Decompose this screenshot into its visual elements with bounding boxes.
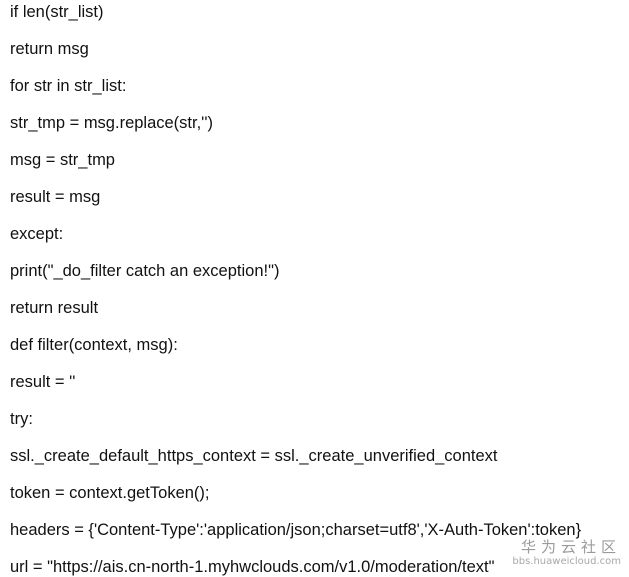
code-line: str_tmp = msg.replace(str,'')	[10, 114, 213, 132]
code-line: if len(str_list)	[10, 3, 104, 21]
code-line: result = ''	[10, 373, 76, 391]
code-line: return msg	[10, 40, 89, 58]
code-line: except:	[10, 225, 64, 243]
code-line: url = "https://ais.cn-north-1.myhwclouds…	[10, 558, 495, 576]
code-line: msg = str_tmp	[10, 151, 115, 169]
code-line: ssl._create_default_https_context = ssl.…	[10, 447, 498, 465]
code-line: for str in str_list:	[10, 77, 127, 95]
watermark: 华为云社区 bbs.huaweicloud.com	[512, 538, 621, 567]
code-line: try:	[10, 410, 33, 428]
watermark-title: 华为云社区	[520, 538, 621, 556]
code-line: def filter(context, msg):	[10, 336, 178, 354]
code-line: result = msg	[10, 188, 101, 206]
code-line: token = context.getToken();	[10, 484, 210, 502]
watermark-url: bbs.huaweicloud.com	[512, 556, 621, 567]
code-line: headers = {'Content-Type':'application/j…	[10, 521, 582, 539]
code-line: print("_do_filter catch an exception!")	[10, 262, 280, 280]
code-line: return result	[10, 299, 99, 317]
